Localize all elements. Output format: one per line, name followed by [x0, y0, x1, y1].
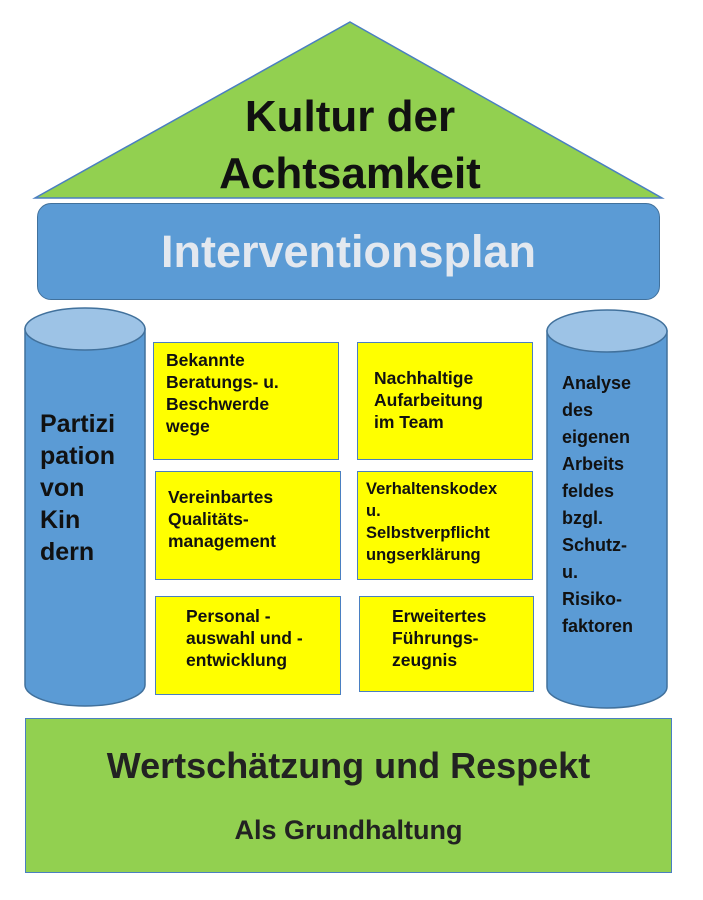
roof-triangle: [32, 21, 665, 199]
box-beratungswege: Bekannte Beratungs- u. Beschwerde wege: [153, 342, 339, 460]
roof-title-line2: Achtsamkeit: [219, 149, 481, 198]
interventionsplan-banner: Interventionsplan: [37, 203, 660, 300]
box-personalauswahl: Personal - auswahl und - entwicklung: [155, 596, 341, 695]
box-verhaltenskodex: Verhaltenskodex u. Selbstverpflicht ungs…: [357, 471, 533, 580]
right-pillar-cylinder: [546, 309, 668, 709]
box-aufarbeitung: Nachhaltige Aufarbeitung im Team: [357, 342, 533, 460]
foundation-subtitle: Als Grundhaltung: [234, 815, 463, 845]
roof-title-line1: Kultur der: [244, 92, 456, 141]
foundation-block: Wertschätzung und Respekt Als Grundhaltu…: [25, 718, 672, 873]
interventionsplan-label: Interventionsplan: [160, 225, 537, 277]
left-pillar-text: Partizi pation von Kin dern: [40, 410, 116, 566]
foundation-title: Wertschätzung und Respekt: [106, 745, 591, 786]
box-qualitaetsmanagement: Vereinbartes Qualitäts- management: [155, 471, 341, 580]
box-fuehrungszeugnis: Erweitertes Führungs- zeugnis: [359, 596, 534, 692]
right-pillar-text: Analyse des eigenen Arbeits feldes bzgl.…: [562, 373, 634, 636]
left-pillar-cylinder: [24, 307, 146, 707]
